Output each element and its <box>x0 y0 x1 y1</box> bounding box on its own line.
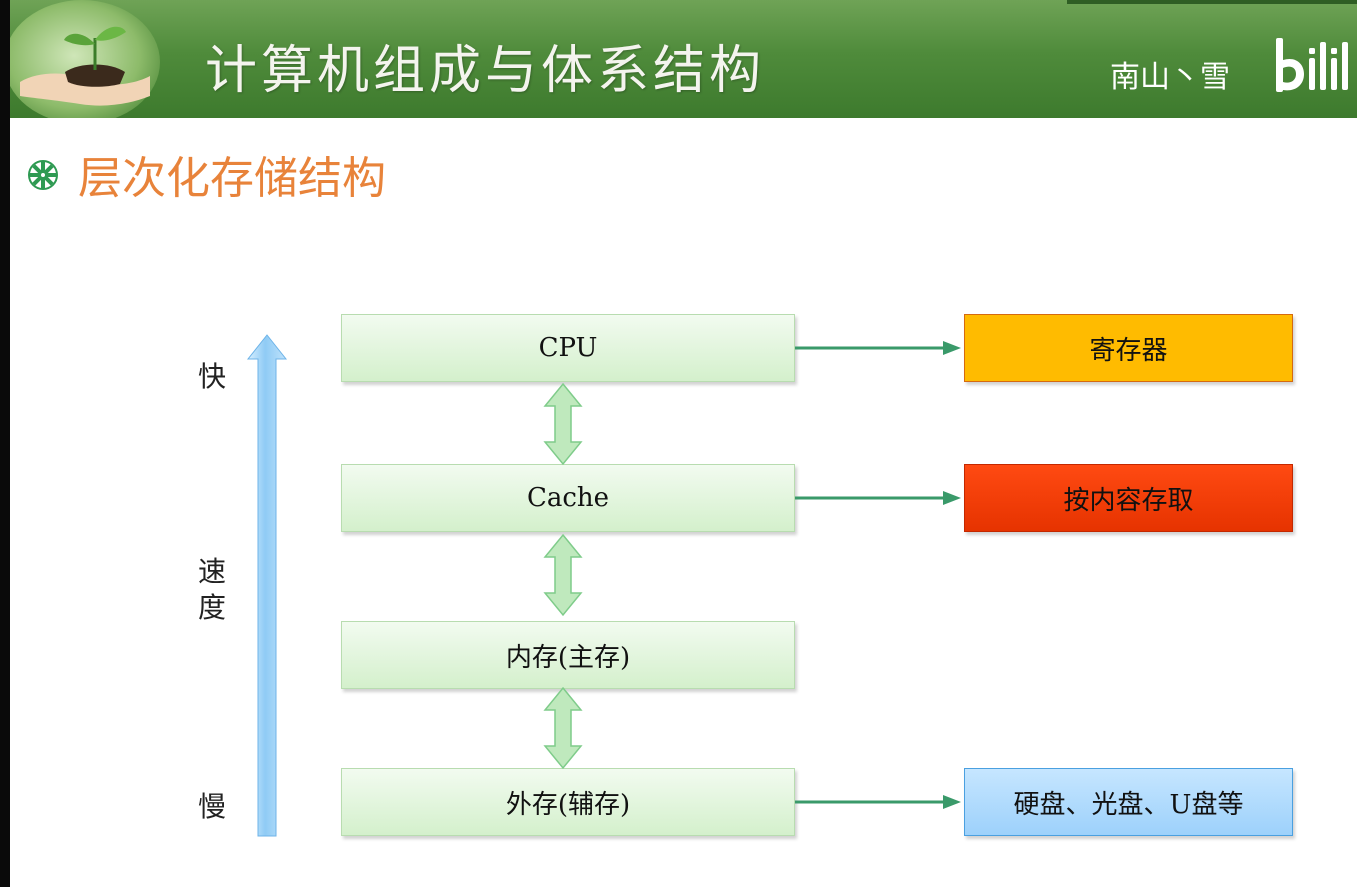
section-bullet-icon <box>28 160 58 190</box>
author-name: 南山丶雪 <box>1110 60 1230 95</box>
section-title: 层次化存储结构 <box>78 153 386 204</box>
speed-label-char-2: 度 <box>198 591 227 624</box>
cpu-to-registers-arrow <box>795 341 961 355</box>
sprout-in-hands-icon <box>10 0 160 118</box>
speed-fast-label: 快 <box>198 360 227 393</box>
memory-external-double-arrow <box>543 686 583 770</box>
level-cache: Cache <box>341 464 795 532</box>
note-registers: 寄存器 <box>964 314 1293 382</box>
speed-direction-arrow <box>246 334 288 837</box>
slide-header: 计算机组成与体系结构 南山丶雪 <box>10 0 1357 118</box>
level-cpu: CPU <box>341 314 795 382</box>
level-external-storage: 外存(辅存) <box>341 768 795 836</box>
header-top-strip <box>1067 0 1357 4</box>
external-to-devices-arrow <box>795 795 961 809</box>
course-title: 计算机组成与体系结构 <box>205 41 766 101</box>
speed-slow-label: 慢 <box>198 790 227 823</box>
cache-memory-double-arrow <box>543 533 583 617</box>
cpu-cache-double-arrow <box>543 382 583 466</box>
left-edge-strip <box>0 0 10 887</box>
note-content-addressable: 按内容存取 <box>964 464 1293 532</box>
note-storage-devices: 硬盘、光盘、U盘等 <box>964 768 1293 836</box>
level-main-memory: 内存(主存) <box>341 621 795 689</box>
bilibili-logo <box>1276 38 1348 92</box>
speed-label-char-1: 速 <box>198 555 227 588</box>
cache-to-content-access-arrow <box>795 491 961 505</box>
